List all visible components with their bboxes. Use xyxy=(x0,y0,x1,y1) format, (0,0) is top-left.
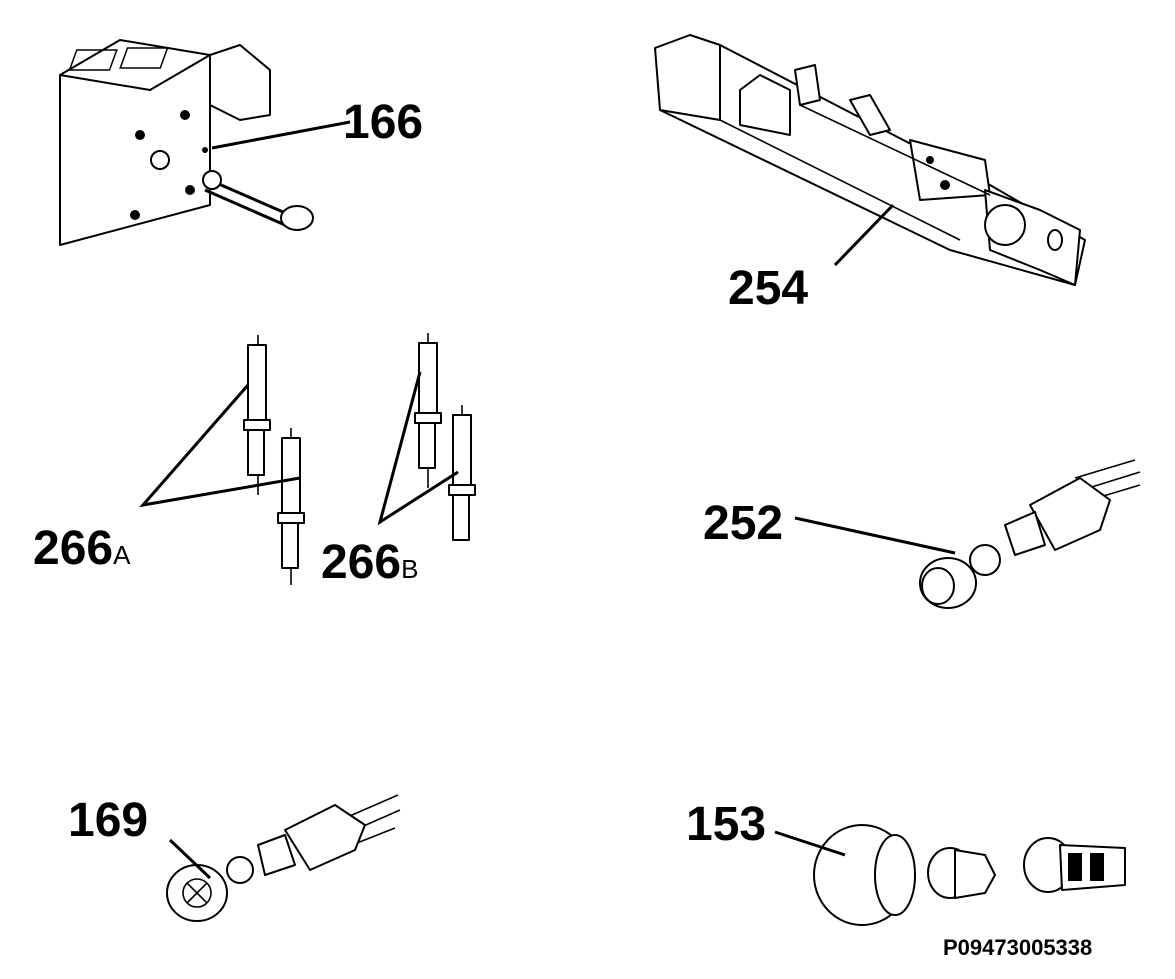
label-266b: 266B xyxy=(321,536,418,589)
leader-166 xyxy=(211,120,351,150)
part-266b-electrodes xyxy=(414,333,476,541)
label-169: 169 xyxy=(68,794,148,847)
leader-153 xyxy=(774,830,846,857)
label-266a: 266A xyxy=(33,522,131,575)
reference-code: P09473005338 xyxy=(943,935,1092,960)
label-166: 166 xyxy=(343,96,423,149)
part-169-knob-assembly xyxy=(166,794,401,922)
part-266a-electrodes xyxy=(243,335,305,585)
leader-254 xyxy=(833,203,895,267)
part-153-knob-bulb-holder xyxy=(813,824,1126,926)
part-254-housing xyxy=(654,34,1086,286)
label-252: 252 xyxy=(703,497,783,550)
label-153: 153 xyxy=(686,798,766,851)
part-166-block xyxy=(59,39,314,246)
leader-252 xyxy=(794,516,956,555)
leader-169 xyxy=(168,838,212,880)
leader-266b xyxy=(377,371,459,526)
leader-266a xyxy=(139,384,301,508)
part-252-knob-assembly xyxy=(919,459,1141,609)
label-254: 254 xyxy=(728,262,808,315)
